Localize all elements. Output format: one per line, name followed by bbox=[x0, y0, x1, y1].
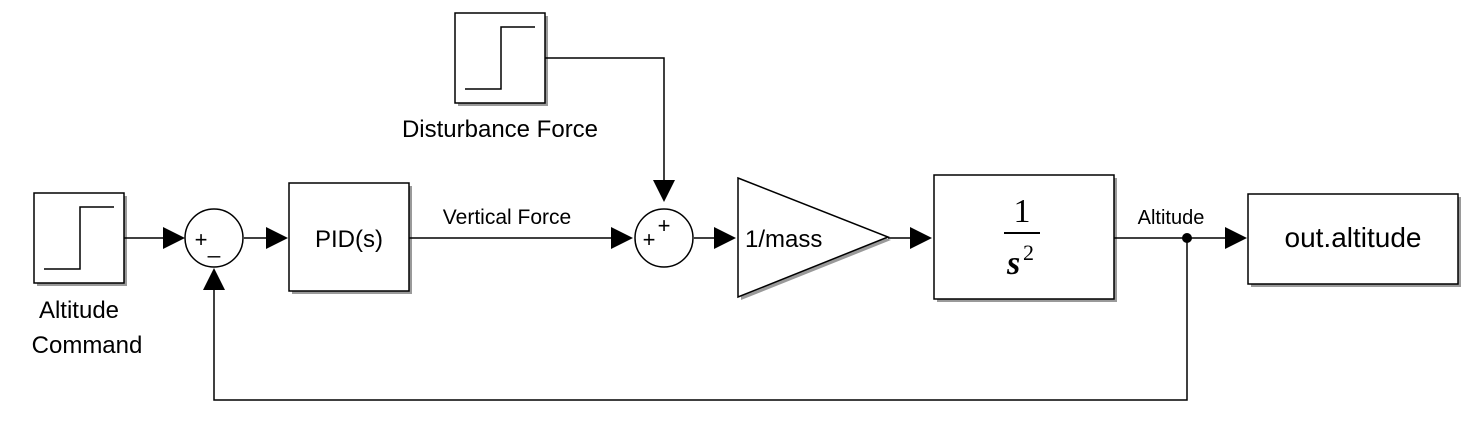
sum2-plus-left: + bbox=[643, 227, 656, 252]
integrator-block[interactable]: 1 s 2 bbox=[933, 174, 1115, 300]
step-icon bbox=[465, 26, 535, 90]
arrow-into-sum2-top bbox=[653, 180, 675, 202]
arrow-into-output bbox=[1225, 227, 1247, 249]
branch-point bbox=[1182, 233, 1192, 243]
arrow-into-integrator bbox=[910, 227, 932, 249]
pid-label: PID(s) bbox=[315, 226, 383, 253]
arrowheads bbox=[163, 180, 1247, 290]
output-block[interactable]: out.altitude bbox=[1247, 193, 1459, 285]
tf-numerator: 1 bbox=[1014, 193, 1031, 230]
sum1-plus-sign: + bbox=[195, 227, 208, 252]
altitude-signal-label: Altitude bbox=[1138, 207, 1205, 229]
sum1-minus-sign: _ bbox=[207, 233, 221, 258]
altitude-command-block[interactable]: Altitude Command bbox=[32, 192, 143, 359]
pid-block[interactable]: PID(s) bbox=[288, 182, 410, 292]
vertical-force-signal-label: Vertical Force bbox=[443, 206, 571, 229]
arrow-feedback-into-sum1 bbox=[203, 268, 225, 290]
arrow-into-pid bbox=[266, 227, 288, 249]
altitude-command-label-line1: Altitude bbox=[39, 297, 119, 324]
altitude-command-label-line2: Command bbox=[32, 332, 143, 359]
sum2-block[interactable]: + + bbox=[634, 208, 694, 268]
gain-block[interactable]: 1/mass bbox=[737, 176, 891, 299]
line-feedback bbox=[213, 238, 1188, 401]
gain-label: 1/mass bbox=[745, 226, 822, 253]
step-icon bbox=[44, 206, 114, 270]
arrow-into-sum2-left bbox=[611, 227, 633, 249]
disturbance-force-block[interactable]: Disturbance Force bbox=[402, 12, 598, 143]
arrow-into-sum1 bbox=[163, 227, 185, 249]
arrow-into-gain bbox=[714, 227, 736, 249]
signal-lines bbox=[124, 57, 1228, 401]
tf-denominator-s: s bbox=[1006, 245, 1020, 282]
sum2-plus-top: + bbox=[658, 213, 671, 238]
disturbance-force-label: Disturbance Force bbox=[402, 116, 598, 143]
sum1-block[interactable]: + _ bbox=[184, 208, 244, 268]
output-label: out.altitude bbox=[1285, 222, 1422, 253]
line-disturbance bbox=[545, 57, 665, 180]
tf-denominator-exponent: 2 bbox=[1023, 240, 1034, 265]
